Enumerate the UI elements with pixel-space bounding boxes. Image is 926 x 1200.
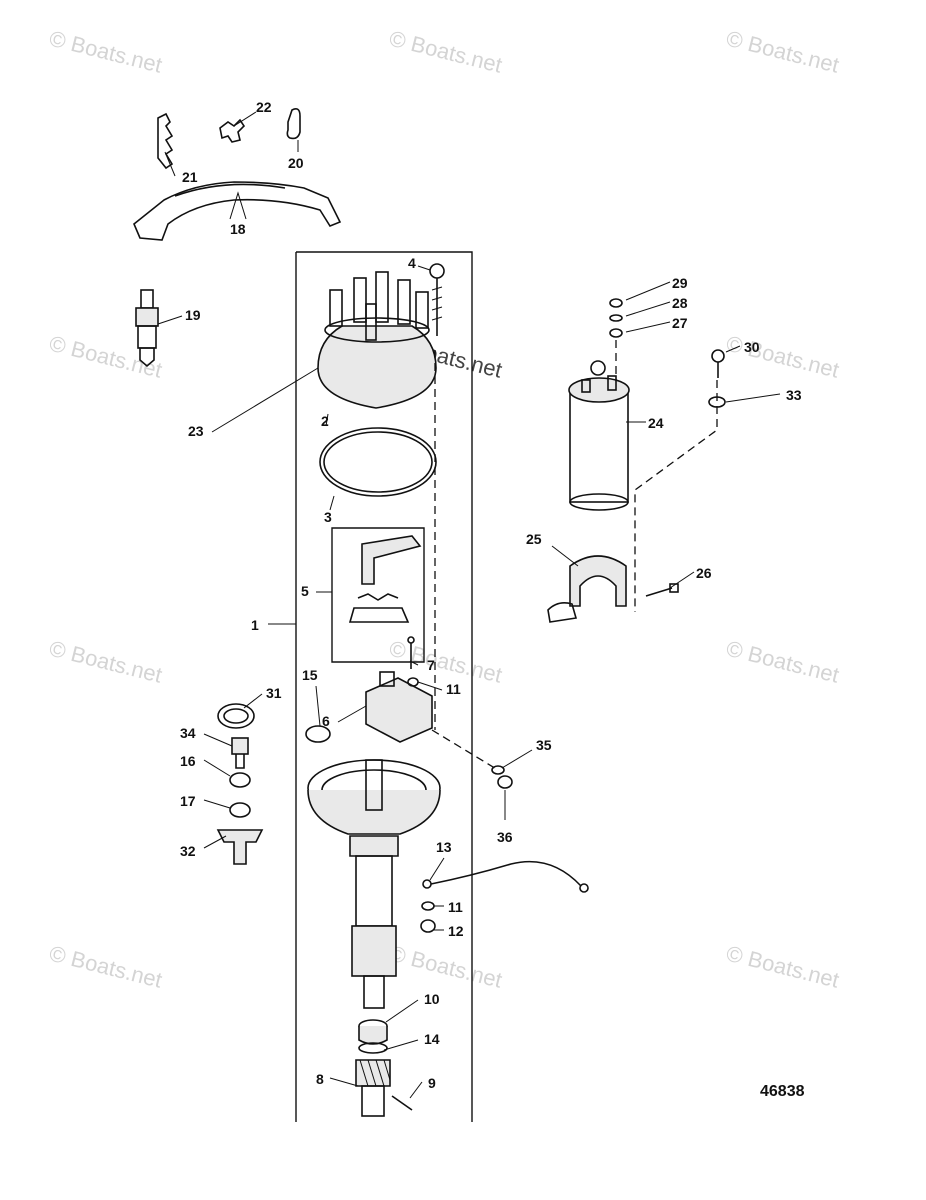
coil-washer-28: [609, 314, 623, 322]
diagram-number: 46838: [760, 1083, 805, 1100]
cap-screw: [429, 263, 445, 336]
watermark: © Boats.net: [724, 331, 842, 383]
callout-10: 10: [424, 991, 440, 1007]
washer-11-upper: [407, 677, 419, 687]
callout-21: 21: [182, 169, 198, 185]
nut-12: [420, 919, 436, 933]
drive-gear: [355, 1059, 391, 1117]
callout-26: 26: [696, 565, 712, 581]
callout-22: 22: [256, 99, 272, 115]
callout-11-upper: 11: [446, 681, 461, 697]
callout-18: 18: [230, 221, 246, 237]
callouts: 1 2 3 4 5 6 7 8 9 10 11 11 12 13 14 15 1…: [180, 99, 802, 1091]
callout-12: 12: [448, 923, 464, 939]
distributor-assembly-frame: [295, 251, 473, 1122]
callout-16: 16: [180, 753, 196, 769]
callout-7: 7: [427, 657, 435, 673]
callout-17: 17: [180, 793, 196, 809]
wire-clip-21: [157, 112, 174, 170]
coil-washer-27: [609, 328, 623, 338]
callout-33: 33: [786, 387, 802, 403]
callout-2: 2: [321, 413, 329, 429]
distributor-cap: [317, 271, 437, 409]
watermark: © Boats.net: [724, 941, 842, 993]
callout-1: 1: [251, 617, 259, 633]
watermark: © Boats.net: [387, 941, 505, 993]
callout-4: 4: [408, 255, 416, 271]
gear-pin: [391, 1095, 413, 1111]
callout-36: 36: [497, 829, 513, 845]
callout-28: 28: [672, 295, 688, 311]
clamp-gasket-31: [217, 703, 255, 729]
assembly-lines: [431, 340, 718, 771]
spark-plug-wire: [133, 181, 342, 241]
coil-bolt-30: [711, 349, 725, 378]
washer-15: [305, 725, 331, 743]
washer-11-lower: [421, 901, 435, 911]
callout-8: 8: [316, 1071, 324, 1087]
callout-9: 9: [428, 1075, 436, 1091]
callout-29: 29: [672, 275, 688, 291]
callout-6: 6: [322, 713, 330, 729]
watermark: © Boats.net: [47, 941, 165, 993]
callout-3: 3: [324, 509, 332, 525]
spark-plug: [135, 289, 159, 368]
callout-34: 34: [180, 725, 196, 741]
clamp-washer-16: [229, 772, 251, 788]
callout-25: 25: [526, 531, 542, 547]
callout-14: 14: [424, 1031, 440, 1047]
clamp-bolt-34: [231, 737, 249, 769]
watermark: © Boats.net: [47, 331, 165, 383]
callout-27: 27: [672, 315, 688, 331]
callout-19: 19: [185, 307, 201, 323]
callout-15: 15: [302, 667, 318, 683]
callout-24: 24: [648, 415, 664, 431]
nut-36: [497, 775, 513, 789]
nut-35: [491, 765, 505, 775]
ground-wire: [422, 860, 589, 893]
wire-clip-20: [286, 108, 301, 140]
callout-5: 5: [301, 583, 309, 599]
watermark: © Boats.net: [387, 26, 505, 78]
callout-11-lower: 11: [448, 899, 463, 915]
clamp-washer-17: [229, 802, 251, 818]
ignition-module: [365, 671, 433, 743]
callout-23: 23: [188, 423, 204, 439]
leader-lines: [157, 111, 781, 1099]
module-screw: [407, 636, 415, 669]
callout-35: 35: [536, 737, 552, 753]
watermark: © Boats.net: [47, 26, 165, 78]
cap-gasket: [319, 427, 437, 497]
callout-13: 13: [436, 839, 452, 855]
ignition-coil: [568, 360, 630, 511]
watermark: © Boats.net: [724, 636, 842, 688]
coil-nut-29: [609, 298, 623, 308]
hold-down-clamp: [216, 829, 264, 865]
watermark: © Boats.net: [724, 26, 842, 78]
callout-20: 20: [288, 155, 304, 171]
callout-32: 32: [180, 843, 196, 859]
distributor-housing: [307, 759, 441, 1009]
callout-31: 31: [266, 685, 282, 701]
shaft-washer-14: [358, 1042, 388, 1054]
coil-bracket: [547, 555, 627, 623]
wire-clip-22: [219, 118, 246, 143]
watermark: © Boats.net: [47, 636, 165, 688]
rotor-assembly: [331, 527, 425, 663]
shaft-bushing: [358, 1019, 388, 1045]
callout-30: 30: [744, 339, 760, 355]
